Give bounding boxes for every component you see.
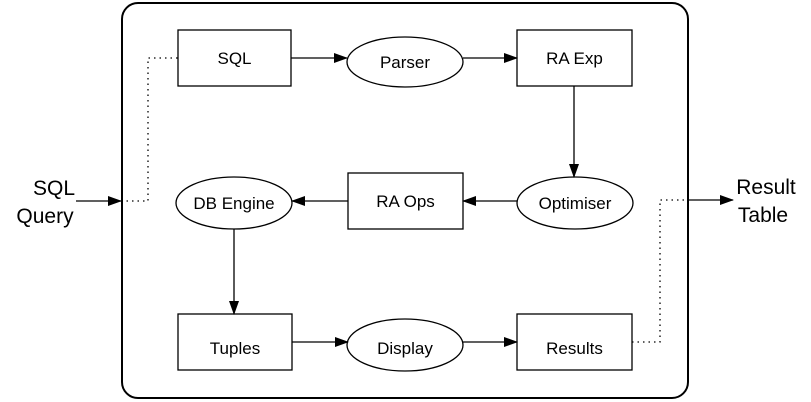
output-label-line1: Result	[736, 176, 796, 199]
node-tuples-label: Tuples	[210, 339, 260, 358]
node-optimiser	[516, 176, 634, 230]
node-parser	[346, 36, 464, 88]
node-display-label: Display	[377, 339, 433, 358]
node-results-label: Results	[546, 339, 603, 358]
node-ra-exp-label: RA Exp	[546, 49, 603, 68]
node-optimiser-label: Optimiser	[539, 194, 612, 213]
output-dotted-connector	[632, 199, 688, 343]
node-ra-ops-label: RA Ops	[376, 192, 435, 211]
input-label-line1: SQL	[33, 177, 75, 200]
node-db-engine-label: DB Engine	[193, 194, 274, 213]
node-sql-label: SQL	[217, 49, 251, 68]
node-parser-label: Parser	[380, 53, 430, 72]
node-display	[346, 318, 464, 372]
input-dotted-connector	[121, 57, 178, 202]
output-label-line2: Table	[738, 204, 788, 227]
input-label-line2: Query	[16, 205, 74, 228]
